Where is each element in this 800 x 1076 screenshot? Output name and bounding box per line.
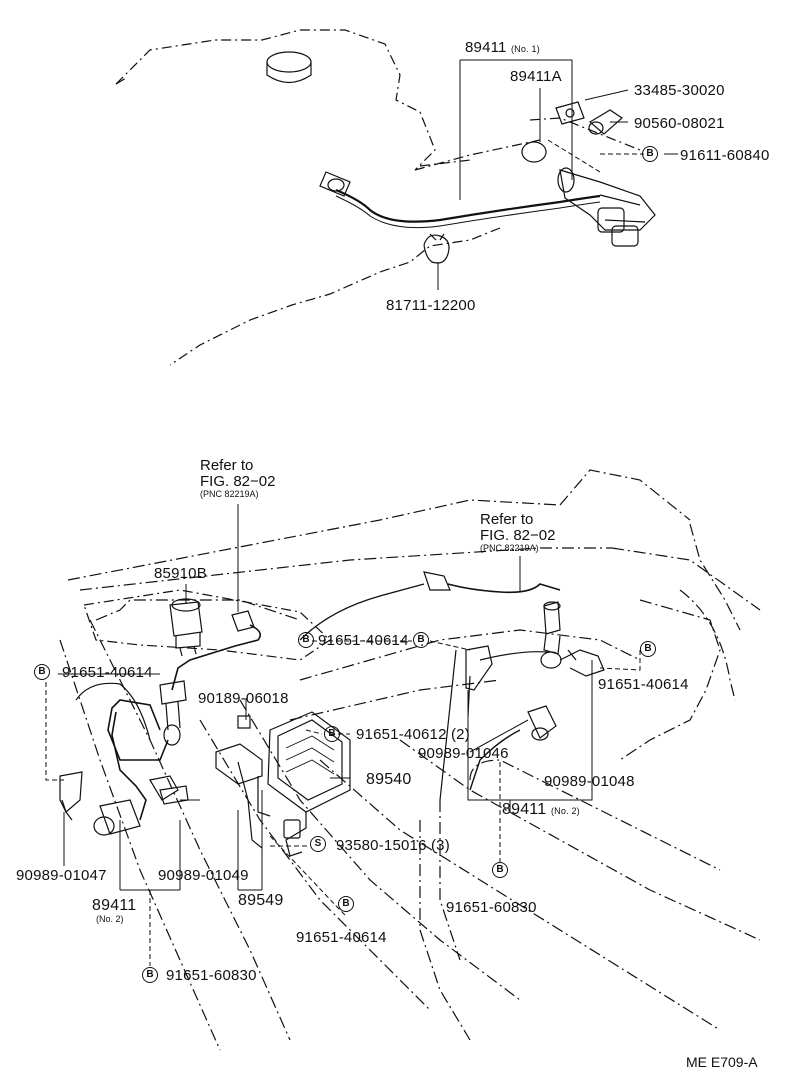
engine-outline xyxy=(116,30,640,365)
fender-outline xyxy=(76,590,330,740)
bolt-badge-icon: B xyxy=(642,146,658,162)
label-33485-30020: 33485-30020 xyxy=(634,82,725,99)
label-90189-06018: 90189-06018 xyxy=(198,690,289,707)
reference-fig-82-02-right: Refer to FIG. 82−02 (PNC 82219A) xyxy=(480,512,555,553)
bolt-badge-icon: B xyxy=(298,632,314,648)
bolt-badge-icon: B xyxy=(640,641,656,657)
label-90989-01046: 90989-01046 xyxy=(418,745,509,762)
reference-pnc: (PNC 82219A) xyxy=(480,542,539,553)
label-90989-01049: 90989-01049 xyxy=(158,867,249,884)
diagram-code: ME E709-A xyxy=(686,1054,758,1070)
label-89549: 89549 xyxy=(238,892,284,909)
part-number-89411-no1: 89411 xyxy=(465,39,507,56)
speed-sensor-body xyxy=(522,102,655,246)
reference-line2: FIG. 82−02 xyxy=(200,472,276,490)
label-91651-40614-left: 91651-40614 xyxy=(62,664,153,681)
part-qualifier-no2: (No. 2) xyxy=(550,806,580,816)
label-91651-40614-bottom: 91651-40614 xyxy=(296,929,387,946)
part-number-89411-no2-right: 89411 xyxy=(502,801,547,818)
bolt-badge-icon: B xyxy=(142,967,158,983)
label-89411-no2-left-qualifier: (No. 2) xyxy=(96,914,124,924)
label-81711-12200: 81711-12200 xyxy=(386,297,476,314)
label-89411-no2-left: 89411 xyxy=(92,897,137,914)
bolt-badge-icon: B xyxy=(34,664,50,680)
bolt-badge-icon: B xyxy=(338,896,354,912)
label-91651-40614-right: 91651-40614 xyxy=(598,676,689,693)
label-90989-01048: 90989-01048 xyxy=(544,773,635,790)
filler-cap xyxy=(267,52,311,83)
harness-clamp xyxy=(424,234,449,263)
label-91651-60830-right: 91651-60830 xyxy=(446,899,537,916)
label-90560-08021: 90560-08021 xyxy=(634,115,725,132)
label-91651-40614-center: 91651-40614 xyxy=(318,632,409,649)
label-91651-60830-left: 91651-60830 xyxy=(166,967,257,984)
reference-line2: FIG. 82−02 xyxy=(480,526,556,544)
top-leaders xyxy=(438,60,678,290)
left-harness xyxy=(60,700,188,835)
label-89411-no2-right: 89411 (No. 2) xyxy=(502,802,580,818)
switch-wire-left xyxy=(160,611,260,745)
bottom-leaders xyxy=(46,504,640,966)
reference-pnc: (PNC 82219A) xyxy=(200,488,259,499)
part-qualifier-no1: (No. 1) xyxy=(510,44,540,54)
label-85910B: 85910B xyxy=(154,565,207,582)
bolt-badge-icon: B xyxy=(413,632,429,648)
label-91611-60840: 91611-60840 xyxy=(680,147,770,164)
bolt-badge-icon: B xyxy=(324,726,340,742)
right-harness xyxy=(300,572,604,800)
reference-line1: Refer to xyxy=(480,511,534,528)
ecu-89540 xyxy=(216,712,350,856)
label-89411-no1: 89411 (No. 1) xyxy=(465,40,540,55)
label-93580-15016: 93580-15016 (3) xyxy=(336,837,450,854)
reference-line1: Refer to xyxy=(200,457,254,474)
label-89540: 89540 xyxy=(366,771,412,788)
vehicle-body-outline xyxy=(60,470,760,1050)
label-89411A: 89411A xyxy=(510,68,562,85)
bolt-badge-icon: B xyxy=(492,862,508,878)
reference-fig-82-02-left: Refer to FIG. 82−02 (PNC 82219A) xyxy=(200,458,275,499)
label-90989-01047: 90989-01047 xyxy=(16,867,107,884)
label-91651-40612: 91651-40612 (2) xyxy=(356,726,470,743)
screw-badge-icon: S xyxy=(310,836,326,852)
